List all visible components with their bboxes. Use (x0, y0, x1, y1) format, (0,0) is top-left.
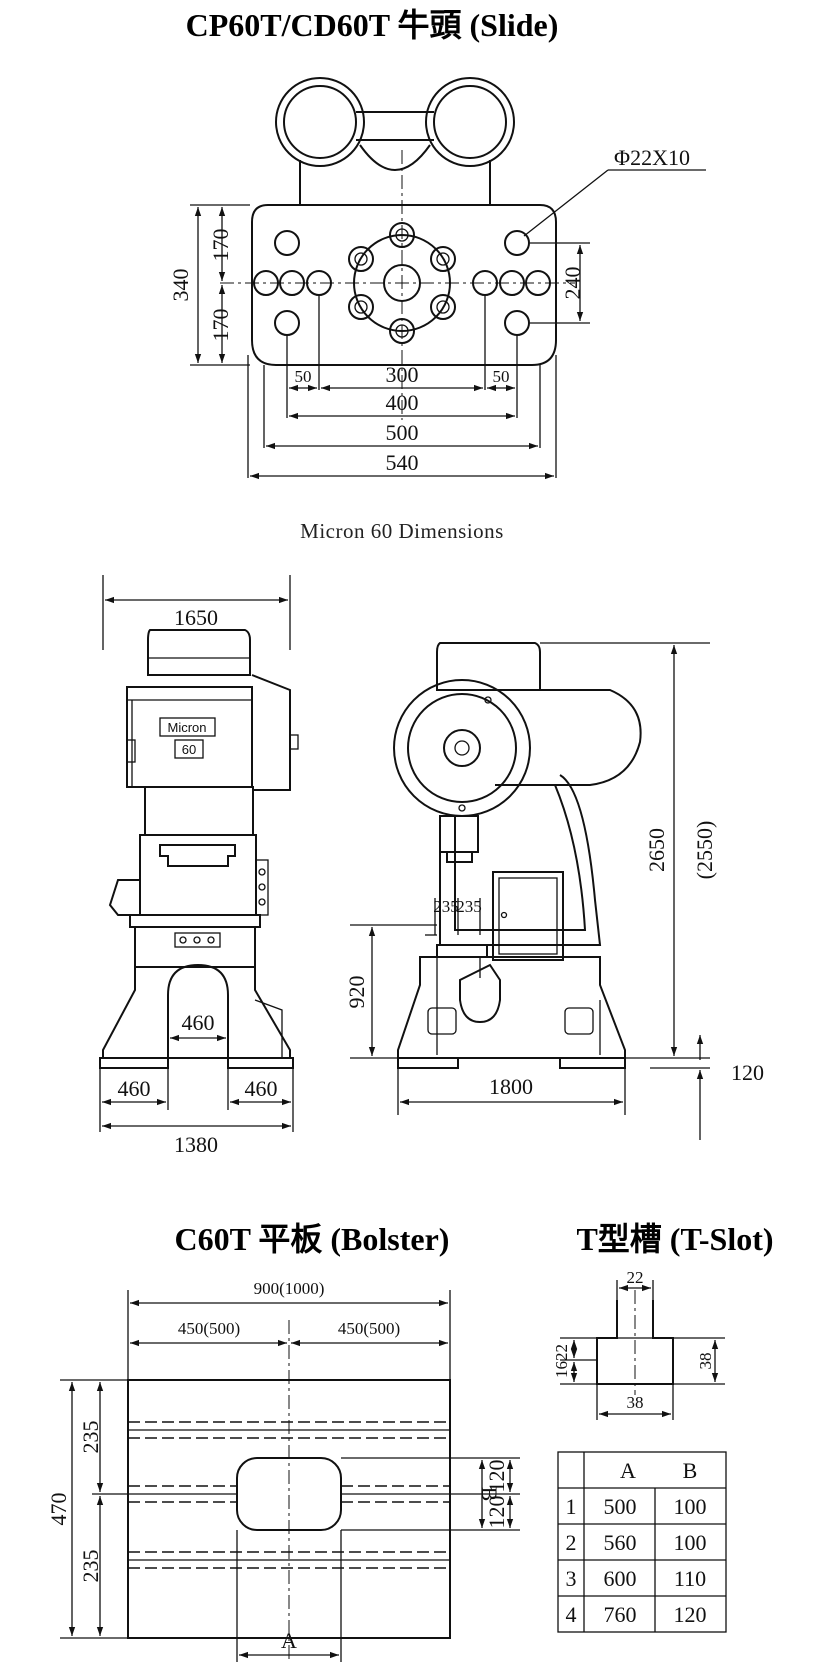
dim-120-upper: 120 (484, 1460, 509, 1493)
slide-plan-view: Φ22X10 340 170 170 240 50 300 50 400 (168, 77, 706, 480)
dim-235-top: 235 (78, 1421, 103, 1454)
table-cell: 100 (674, 1530, 707, 1555)
dim-235-bottom: 235 (78, 1550, 103, 1583)
dim-1800: 1800 (489, 1074, 533, 1099)
press-front-view: 1650 Micron 60 4 (99, 575, 299, 1157)
slide-title: CP60T/CD60T 牛頭 (Slide) (186, 7, 559, 43)
table-cell: 110 (674, 1566, 706, 1591)
dim-170-bottom: 170 (208, 309, 233, 342)
dim-470: 470 (46, 1493, 71, 1526)
dim-50-right: 50 (493, 367, 510, 386)
dim-1380: 1380 (174, 1132, 218, 1157)
table-header-b: B (683, 1458, 698, 1483)
dim-2650: 2650 (644, 828, 669, 872)
nameplate-top-text: Micron (167, 720, 206, 735)
dim-120-side: 120 (731, 1060, 764, 1085)
dim-920: 920 (344, 976, 369, 1009)
dim-300: 300 (386, 362, 419, 387)
dim-b-label: B (477, 1487, 502, 1502)
dim-500: 500 (386, 420, 419, 445)
dim-a-label: A (281, 1628, 297, 1653)
dim-240: 240 (560, 267, 585, 300)
drawing-caption: Micron 60 Dimensions (300, 519, 504, 543)
table-header-a: A (620, 1458, 636, 1483)
table-cell: 120 (674, 1602, 707, 1627)
hole-callout: Φ22X10 (614, 145, 690, 170)
table-cell: 500 (604, 1494, 637, 1519)
dim-460-right: 460 (245, 1076, 278, 1101)
press-side-view: 2650 (2550) 120 920 235 235 1800 (344, 642, 764, 1140)
table-cell: 100 (674, 1494, 707, 1519)
tslot-section: 22 1622 38 38 (552, 1268, 725, 1420)
table-cell: 560 (604, 1530, 637, 1555)
dim-1650: 1650 (174, 605, 218, 630)
dim-900: 900(1000) (254, 1279, 325, 1298)
dim-38-bottom: 38 (627, 1393, 644, 1412)
bolster-title: C60T 平板 (Bolster) (175, 1221, 450, 1257)
dim-400: 400 (386, 390, 419, 415)
dim-340: 340 (168, 269, 193, 302)
dimension-table: A B 1 500 100 2 560 100 3 600 110 4 760 … (557, 1451, 727, 1633)
dim-235-right: 235 (456, 897, 482, 916)
dim-460-center: 460 (182, 1010, 215, 1035)
table-cell: 3 (566, 1566, 577, 1591)
dim-120-lower: 120 (484, 1496, 509, 1529)
table-cell: 760 (604, 1602, 637, 1627)
nameplate-bottom-text: 60 (182, 742, 196, 757)
dim-450-right: 450(500) (338, 1319, 400, 1338)
dim-50-left: 50 (295, 367, 312, 386)
table-cell: 4 (566, 1602, 577, 1627)
table-cell: 600 (604, 1566, 637, 1591)
bolster-plan-view: 900(1000) 450(500) 450(500) 470 235 235 (46, 1279, 520, 1662)
dim-450-left: 450(500) (178, 1319, 240, 1338)
tslot-title: T型槽 (T-Slot) (576, 1221, 773, 1257)
dim-460-left: 460 (118, 1076, 151, 1101)
dim-22: 22 (627, 1268, 644, 1287)
table-cell: 2 (566, 1530, 577, 1555)
table-cell: 1 (566, 1494, 577, 1519)
dim-170-top: 170 (208, 229, 233, 262)
dim-2550: (2550) (692, 821, 717, 880)
dim-235-left: 235 (433, 897, 459, 916)
dim-540: 540 (386, 450, 419, 475)
dim-1622: 1622 (552, 1344, 571, 1378)
dim-38-right: 38 (696, 1353, 715, 1370)
